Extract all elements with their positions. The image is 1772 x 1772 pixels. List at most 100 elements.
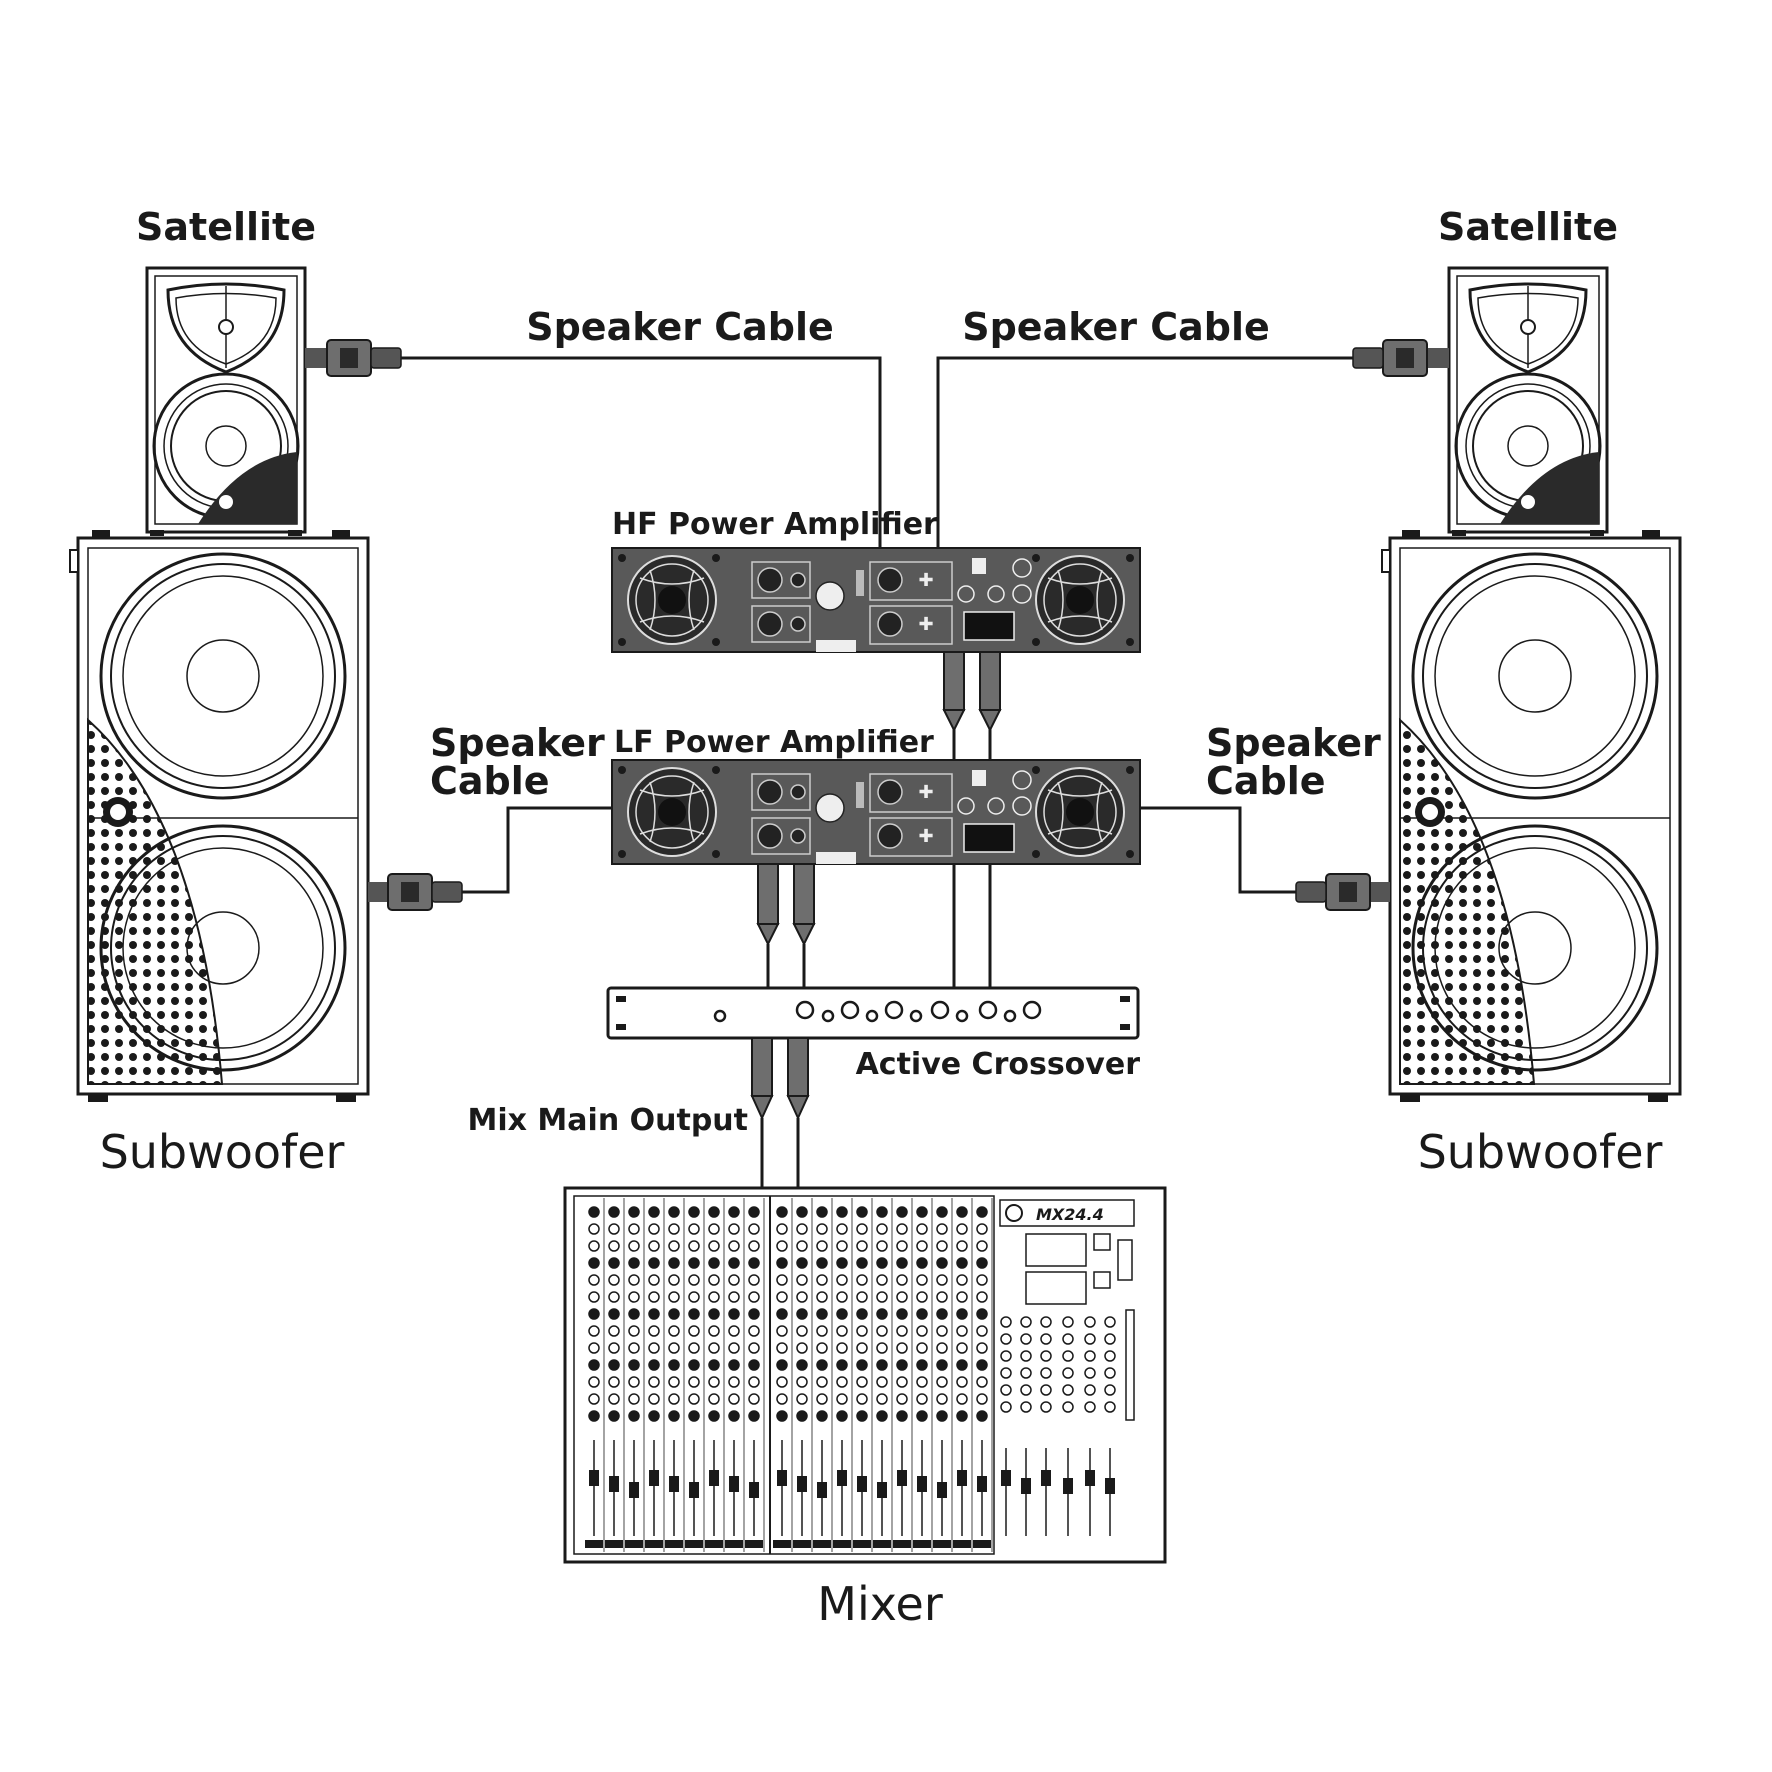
master-fader-cap <box>1041 1470 1051 1486</box>
master-knob <box>1000 1316 1012 1328</box>
mixer-knob <box>956 1393 968 1405</box>
mixer-knob <box>728 1393 740 1405</box>
mixer-knob <box>628 1206 640 1218</box>
channel-foot-label <box>773 1540 791 1548</box>
mixer-knob <box>916 1274 928 1286</box>
speakon-connector-sub-right <box>1295 873 1390 911</box>
mixer-knob <box>976 1206 988 1218</box>
mixer-knob <box>816 1359 828 1371</box>
mixer-knob <box>728 1308 740 1320</box>
mixer-knob <box>728 1257 740 1269</box>
mixer-knob <box>588 1376 600 1388</box>
mixer-knob <box>588 1393 600 1405</box>
speakon-connector-sat-left <box>305 339 402 377</box>
mixer-knob <box>608 1325 620 1337</box>
channel-foot-label <box>665 1540 683 1548</box>
mixer-knob <box>876 1274 888 1286</box>
mixer-knob <box>668 1342 680 1354</box>
mixer-knob <box>896 1274 908 1286</box>
mixer-knob <box>648 1308 660 1320</box>
mixer-knob <box>588 1308 600 1320</box>
mixer-knob <box>668 1240 680 1252</box>
fader-cap <box>629 1482 639 1498</box>
mixer-knob <box>856 1393 868 1405</box>
mixer-knob <box>708 1291 720 1303</box>
mixer-knob <box>776 1308 788 1320</box>
mixer-knob <box>816 1206 828 1218</box>
mixer-knob <box>688 1223 700 1235</box>
fader-cap <box>689 1482 699 1498</box>
mixer-knob <box>648 1393 660 1405</box>
mixer-knob <box>816 1410 828 1422</box>
channel-foot-label <box>625 1540 643 1548</box>
mixer-knob <box>688 1393 700 1405</box>
fader-cap <box>589 1470 599 1486</box>
svg-text:✚: ✚ <box>918 782 933 803</box>
master-knob <box>1062 1316 1074 1328</box>
master-knob <box>1000 1350 1012 1362</box>
master-knob <box>1062 1367 1074 1379</box>
fader-cap <box>817 1482 827 1498</box>
mixer-knob <box>896 1257 908 1269</box>
xlr-connectors-hf <box>942 651 1002 733</box>
hf-amp-label: HF Power Amplifier <box>612 507 938 542</box>
fader-cap <box>937 1482 947 1498</box>
fader-cap <box>649 1470 659 1486</box>
svg-text:✚: ✚ <box>918 826 933 847</box>
channel-foot-label <box>873 1540 891 1548</box>
mixer-knob <box>876 1223 888 1235</box>
mixer-knob <box>836 1257 848 1269</box>
mixer-knob <box>628 1393 640 1405</box>
mixer-knob <box>816 1274 828 1286</box>
mixer-faders <box>585 1440 1115 1548</box>
mixer-knob <box>916 1393 928 1405</box>
mixer-knob <box>836 1410 848 1422</box>
mixer-knob <box>956 1274 968 1286</box>
master-knob <box>1062 1401 1074 1413</box>
master-knob <box>1104 1350 1116 1362</box>
mixer-knob <box>588 1240 600 1252</box>
mixer-knob <box>816 1393 828 1405</box>
mixer-knob <box>748 1410 760 1422</box>
mixer-knob <box>628 1325 640 1337</box>
mixer-knob <box>936 1359 948 1371</box>
mixer-knob <box>708 1325 720 1337</box>
mixer-knob <box>956 1325 968 1337</box>
mixer-knob <box>876 1257 888 1269</box>
mixer-knob <box>936 1291 948 1303</box>
mixer-knob <box>936 1240 948 1252</box>
mixer-knob <box>836 1240 848 1252</box>
mixer-knob <box>976 1257 988 1269</box>
satellite-right <box>1447 266 1609 536</box>
mixer-knob <box>708 1308 720 1320</box>
fader-cap <box>797 1476 807 1492</box>
master-knob <box>1084 1384 1096 1396</box>
mixer-knob <box>728 1376 740 1388</box>
mixer-knob <box>628 1223 640 1235</box>
mixer-knob <box>608 1376 620 1388</box>
mixer-knob <box>748 1342 760 1354</box>
mixer-knob <box>648 1342 660 1354</box>
subwoofer-left <box>69 530 370 1102</box>
mixer-knob <box>776 1410 788 1422</box>
mixer-knob <box>916 1325 928 1337</box>
master-fader-cap <box>1001 1470 1011 1486</box>
channel-foot-label <box>645 1540 663 1548</box>
mixer-knob <box>796 1257 808 1269</box>
master-knob <box>1084 1350 1096 1362</box>
mixer-knob <box>776 1223 788 1235</box>
mixer-knob <box>936 1325 948 1337</box>
master-knob <box>1000 1384 1012 1396</box>
mixer-knob <box>688 1240 700 1252</box>
mixer-knob <box>956 1206 968 1218</box>
mixer-knob <box>668 1410 680 1422</box>
mixer-knob-grid <box>588 1206 1116 1422</box>
mixer-knob <box>976 1240 988 1252</box>
mixer-knob <box>836 1376 848 1388</box>
mixer-knob <box>668 1376 680 1388</box>
mixer-knob <box>796 1359 808 1371</box>
master-knob <box>1020 1316 1032 1328</box>
mixer-knob <box>856 1342 868 1354</box>
speaker-cable-mid-right-label-1: Speaker <box>1206 721 1381 765</box>
